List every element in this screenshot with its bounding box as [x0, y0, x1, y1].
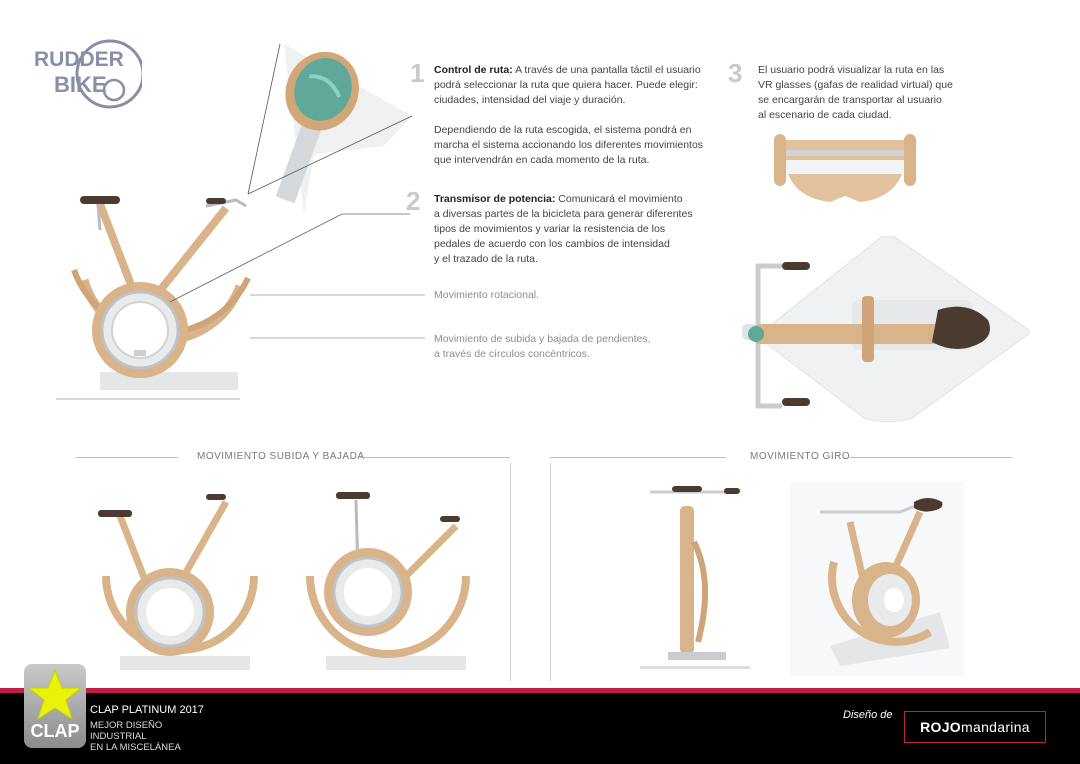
section-rule-right-b — [850, 457, 1012, 458]
feature-1-text: Control de ruta: A través de una pantall… — [434, 63, 704, 168]
feature-2-line-2: a diversas partes de la bicicleta para g… — [434, 208, 693, 220]
note-slope-line-1: Movimiento de subida y bajada de pendien… — [434, 333, 651, 345]
note-rotational: Movimiento rotacional. — [434, 289, 540, 301]
section-vertical-divider-right — [550, 463, 551, 681]
award-subtitle-line-1: MEJOR DISEÑO — [90, 720, 163, 731]
bike-down-illustration — [306, 492, 470, 670]
feature-3-line-3: se encargarán de transportar al usuario — [758, 94, 942, 106]
feature-2-line-1: Comunicará el movimiento — [558, 193, 683, 205]
clap-award-badge: CLAP — [24, 664, 86, 748]
feature-2-number: 2 — [406, 186, 421, 216]
section-rule-right-a — [550, 457, 726, 458]
top-view-bike-illustration — [742, 236, 1030, 422]
touch-screen-detail — [247, 44, 413, 214]
section-rule-left-b — [360, 457, 510, 458]
feature-1-line-2: podrá seleccionar la ruta que quiera hac… — [434, 79, 698, 91]
bike-perspective-illustration — [790, 482, 964, 676]
logo-line2: BIKE — [54, 72, 107, 97]
feature-2-title: Transmisor de potencia: — [434, 193, 556, 205]
star-icon — [27, 668, 83, 721]
clap-badge-label: CLAP — [30, 721, 80, 741]
callout-lines — [170, 213, 425, 339]
note-slope: Movimiento de subida y bajada de pendien… — [434, 332, 651, 362]
award-subtitle: MEJOR DISEÑO INDUSTRIAL EN LA MISCELÁNEA — [90, 720, 181, 753]
design-by-label: Diseño de — [843, 709, 893, 721]
feature-3-line-4: al escenario de cada ciudad. — [758, 109, 892, 121]
award-subtitle-line-3: EN LA MISCELÁNEA — [90, 742, 181, 753]
feature-1-line-5: marcha el sistema accionando los diferen… — [434, 139, 704, 151]
bike-side-illustration — [640, 486, 750, 669]
footer-bar — [0, 693, 1080, 764]
brand-bold: ROJO — [920, 719, 962, 735]
feature-1-number: 1 — [410, 58, 425, 88]
feature-2-line-3: tipos de movimientos y variar la resiste… — [434, 223, 666, 235]
feature-2-line-4: pedales de acuerdo con los cambios de in… — [434, 238, 670, 250]
brand-rest: mandarina — [961, 719, 1030, 735]
feature-2-text: Transmisor de potencia: Comunicará el mo… — [434, 192, 704, 267]
footer-accent-line — [0, 688, 1080, 693]
vr-glasses-illustration — [774, 134, 916, 202]
rudder-bike-logo: RUDDER BIKE — [32, 34, 145, 114]
feature-3-line-1: El usuario podrá visualizar la ruta en l… — [758, 64, 945, 76]
section-rule-left-a — [76, 457, 178, 458]
feature-3-line-2: VR glasses (gafas de realidad virtual) q… — [758, 79, 953, 91]
feature-1-line-6: que intervendrán en cada momento de la r… — [434, 154, 650, 166]
bike-up-illustration — [98, 494, 258, 670]
feature-1-line-1: A través de una pantalla táctil el usuar… — [515, 64, 701, 76]
note-slope-line-2: a través de círculos concéntricos. — [434, 348, 590, 360]
section-up-down-title: MOVIMIENTO SUBIDA Y BAJADA — [197, 451, 365, 462]
section-vertical-divider-left — [510, 463, 511, 681]
feature-1-line-4: Dependiendo de la ruta escogida, el sist… — [434, 124, 692, 136]
section-rotation-title: MOVIMIENTO GIRO — [750, 451, 851, 462]
main-bike-illustration — [56, 196, 251, 400]
award-title: CLAP PLATINUM 2017 — [90, 704, 204, 716]
award-subtitle-line-2: INDUSTRIAL — [90, 731, 147, 742]
rojomandarina-logo: ROJOmandarina — [904, 711, 1046, 743]
feature-1-line-3: ciudades, intensidad del viaje y duració… — [434, 94, 626, 106]
rojomandarina-logo-text: ROJOmandarina — [905, 719, 1045, 735]
feature-3-text: El usuario podrá visualizar la ruta en l… — [758, 63, 978, 123]
feature-3-number: 3 — [728, 58, 743, 88]
feature-1-title: Control de ruta: — [434, 64, 513, 76]
logo-line1: RUDDER — [34, 48, 124, 71]
feature-2-line-5: y el trazado de la ruta. — [434, 253, 538, 265]
